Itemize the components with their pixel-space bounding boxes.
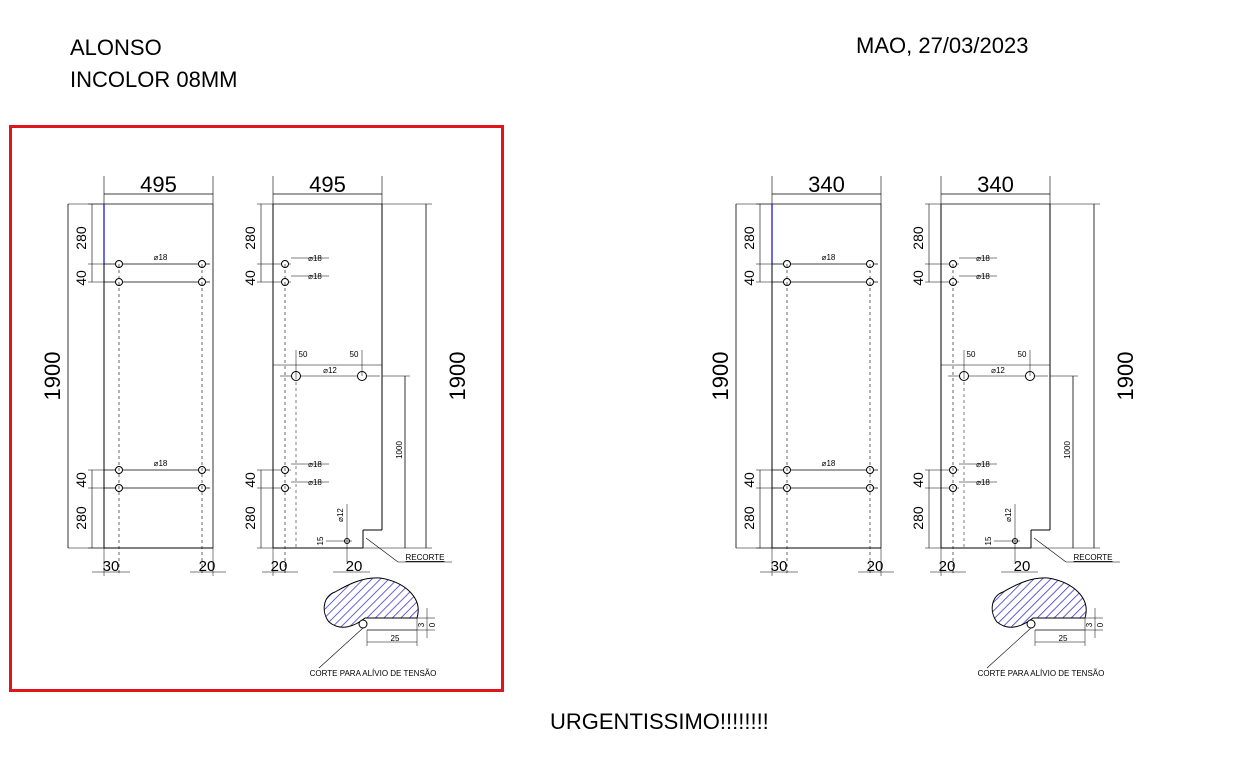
detail-width-label: 25 <box>391 634 400 643</box>
margin-label: 30 <box>103 558 120 575</box>
hole-label: ⌀12 <box>336 508 345 522</box>
hole-label: ⌀18 <box>976 254 990 263</box>
top-offset-label: 280 <box>741 226 757 250</box>
highlight-box <box>9 125 504 692</box>
width-label: 495 <box>309 172 346 197</box>
offset-label: 50 <box>1018 350 1027 359</box>
hole-label: ⌀18 <box>976 460 990 469</box>
hole-label: ⌀18 <box>822 459 836 468</box>
offset-label: 15 <box>984 536 993 545</box>
width-label: 340 <box>808 172 845 197</box>
cut-label: RECORTE <box>406 553 445 562</box>
margin-label: 20 <box>939 558 956 575</box>
cut-height-label: 1000 <box>1063 441 1072 459</box>
detail-height-label: 0 <box>428 622 437 627</box>
hole-gap-label: 40 <box>73 270 89 286</box>
date-label: MAO, 27/03/2023 <box>856 33 1029 58</box>
detail-height-label: 3 <box>1085 622 1094 627</box>
hole-label: ⌀18 <box>154 253 168 262</box>
width-label: 340 <box>977 172 1014 197</box>
bottom-offset-label: 280 <box>741 506 757 530</box>
hole-label: ⌀18 <box>308 478 322 487</box>
detail-caption: CORTE PARA ALÍVIO DE TENSÃO <box>310 669 437 678</box>
height-label: 1900 <box>445 352 470 401</box>
hole-gap-label: 40 <box>73 472 89 488</box>
height-label: 1900 <box>708 352 733 401</box>
relief-hole <box>1026 619 1036 629</box>
hole-gap-label: 40 <box>741 270 757 286</box>
bottom-offset-label: 280 <box>73 506 89 530</box>
offset-label: 15 <box>316 536 325 545</box>
leader-line <box>318 627 364 669</box>
hole-label: ⌀18 <box>976 478 990 487</box>
top-offset-label: 280 <box>242 226 258 250</box>
margin-label: 20 <box>1014 558 1031 575</box>
offset-label: 50 <box>299 350 308 359</box>
cut-label: RECORTE <box>1074 553 1113 562</box>
drawing-set-set-495: 495 1900 280 40 40 280 ⌀18 ⌀18 30 20 495 1900 1000 28… <box>40 172 470 678</box>
hole-label: ⌀18 <box>308 460 322 469</box>
height-label: 1900 <box>1113 352 1138 401</box>
margin-label: 20 <box>346 558 363 575</box>
hole-label: ⌀18 <box>308 254 322 263</box>
leader-line <box>365 537 399 563</box>
hole-label: ⌀18 <box>976 272 990 281</box>
hole-gap-label: 40 <box>910 270 926 286</box>
hole-label: ⌀18 <box>308 272 322 281</box>
hole-gap-label: 40 <box>242 472 258 488</box>
urgent-note: URGENTISSIMO!!!!!!!! <box>550 709 769 734</box>
margin-label: 20 <box>867 558 884 575</box>
leader-line <box>1033 537 1067 563</box>
glass-spec: INCOLOR 08MM <box>70 67 238 92</box>
detail-height-label: 0 <box>1096 622 1105 627</box>
client-name: ALONSO <box>70 35 162 60</box>
offset-label: 50 <box>967 350 976 359</box>
detail-width-label: 25 <box>1059 634 1068 643</box>
bottom-offset-label: 280 <box>910 506 926 530</box>
top-offset-label: 280 <box>910 226 926 250</box>
detail-caption: CORTE PARA ALÍVIO DE TENSÃO <box>978 669 1105 678</box>
hole-label: ⌀18 <box>822 253 836 262</box>
width-label: 495 <box>140 172 177 197</box>
margin-label: 20 <box>199 558 216 575</box>
hole-label: ⌀12 <box>991 366 1005 375</box>
margin-label: 20 <box>271 558 288 575</box>
hole-label: ⌀18 <box>154 459 168 468</box>
cut-height-label: 1000 <box>395 441 404 459</box>
offset-label: 50 <box>350 350 359 359</box>
hole-gap-label: 40 <box>242 270 258 286</box>
hole-label: ⌀12 <box>323 366 337 375</box>
hole-label: ⌀12 <box>1004 508 1013 522</box>
margin-label: 30 <box>771 558 788 575</box>
top-offset-label: 280 <box>73 226 89 250</box>
detail-height-label: 3 <box>417 622 426 627</box>
hole-gap-label: 40 <box>741 472 757 488</box>
relief-hole <box>358 619 368 629</box>
stress-relief-shape <box>323 577 419 628</box>
bottom-offset-label: 280 <box>242 506 258 530</box>
leader-line <box>986 627 1032 669</box>
height-label: 1900 <box>40 352 65 401</box>
stress-relief-shape <box>991 577 1087 628</box>
hole-gap-label: 40 <box>910 472 926 488</box>
